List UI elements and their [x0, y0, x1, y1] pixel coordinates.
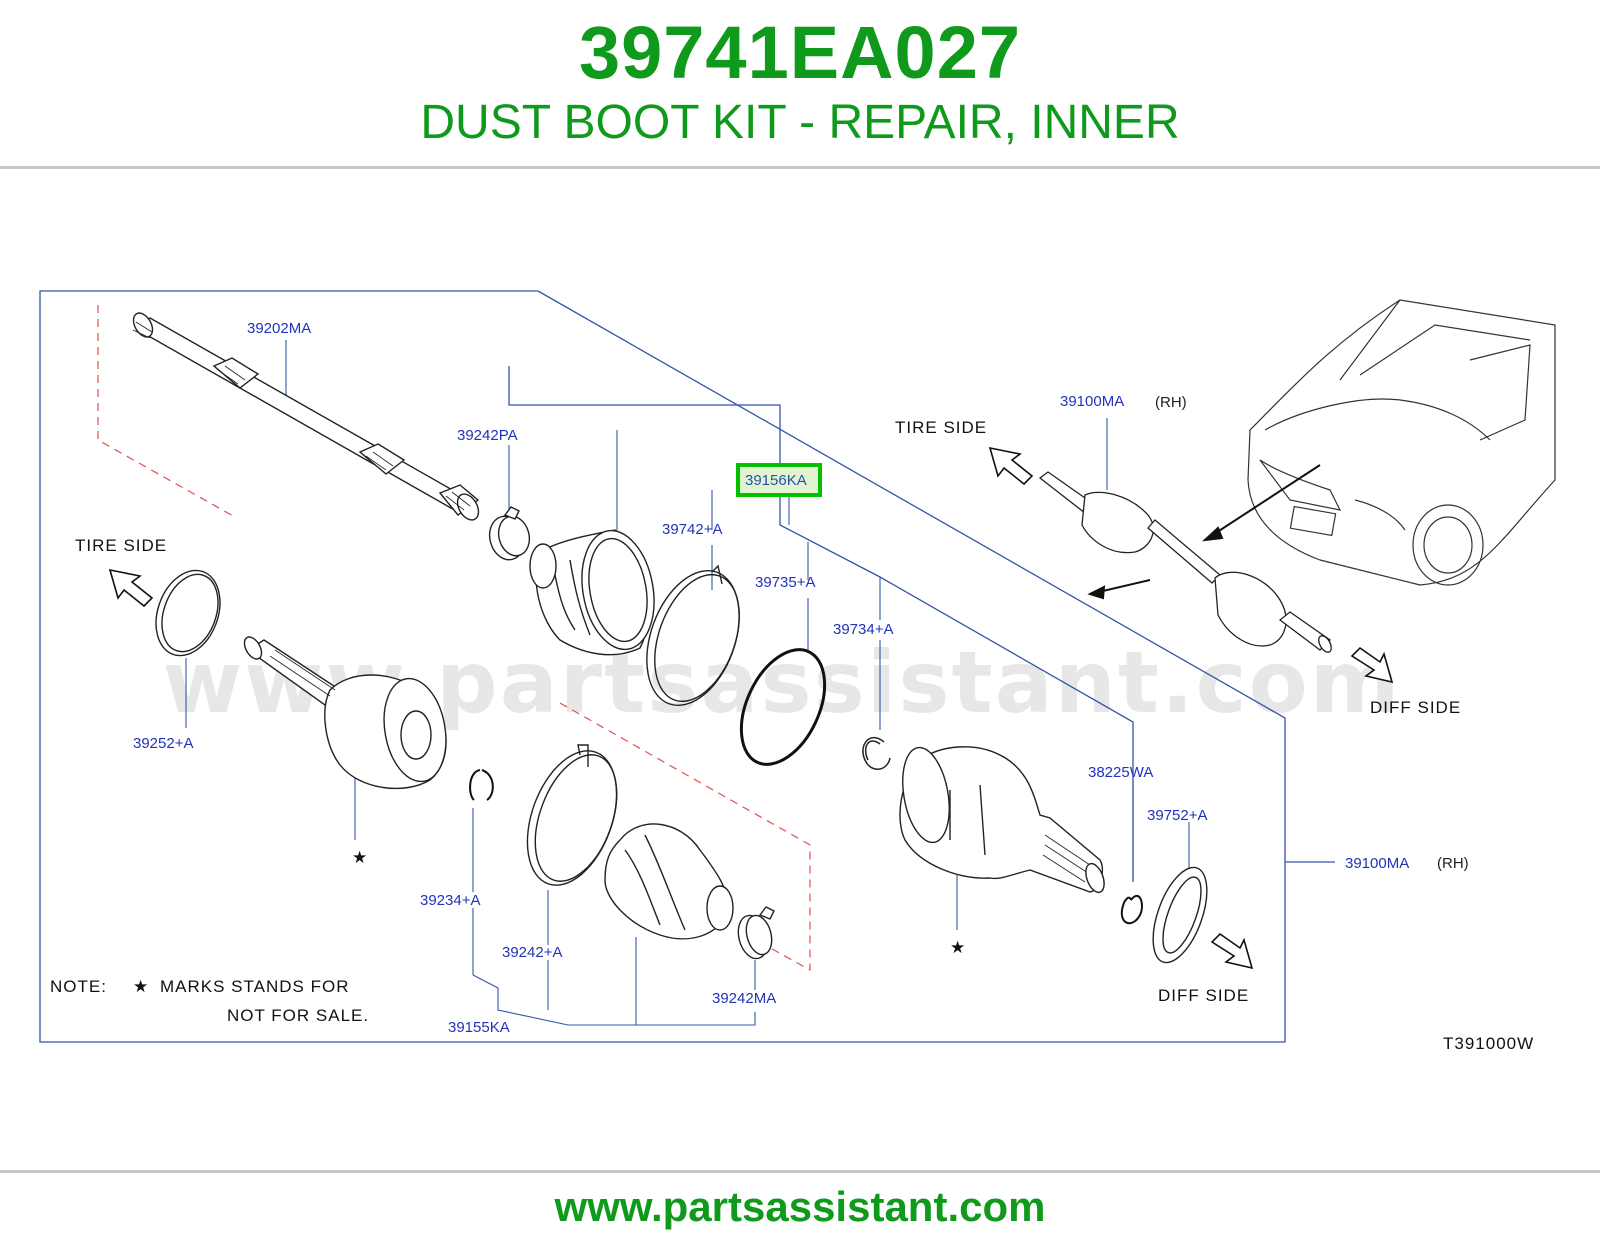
- shaft-39202ma: [132, 312, 480, 521]
- callout-39734a[interactable]: 39734+A: [833, 621, 893, 638]
- outer-boot-lower: [604, 823, 734, 940]
- band-39742a: [646, 564, 740, 707]
- callout-39234a[interactable]: 39234+A: [420, 892, 480, 909]
- circlip-39734a: [862, 736, 891, 770]
- rh-label-top: (RH): [1155, 394, 1187, 411]
- callout-39735a[interactable]: 39735+A: [755, 574, 815, 591]
- tire-side-label-top: TIRE SIDE: [895, 418, 987, 437]
- truck-illustration: [1247, 299, 1556, 586]
- washer-39752a: [1152, 866, 1208, 964]
- diagram-code: T391000W: [1443, 1034, 1534, 1053]
- note-star: ★: [133, 977, 149, 996]
- part-number-title: 39741EA027: [578, 11, 1022, 94]
- callout-39742a[interactable]: 39742+A: [662, 521, 722, 538]
- clamp-39242ma: [737, 906, 775, 960]
- callout-39202ma[interactable]: 39202MA: [247, 320, 311, 337]
- callout-39252a[interactable]: 39252+A: [133, 735, 193, 752]
- star-mark-left: ★: [352, 848, 368, 867]
- snap-ring-38225wa: [1120, 894, 1143, 925]
- page-header: 39741EA027 DUST BOOT KIT - REPAIR, INNER: [0, 0, 1600, 170]
- footer-divider: [0, 1170, 1600, 1173]
- callout-39242ma[interactable]: 39242MA: [712, 990, 776, 1007]
- snap-ring-39735a: [739, 648, 827, 766]
- callout-39242a[interactable]: 39242+A: [502, 944, 562, 961]
- inner-boot-upper: [529, 529, 655, 656]
- note-line1: MARKS STANDS FOR: [160, 977, 349, 996]
- tire-side-label-left: TIRE SIDE: [75, 536, 167, 555]
- footer-url-link[interactable]: www.partsassistant.com: [554, 1183, 1046, 1230]
- clamp-39242pa: [488, 506, 531, 561]
- dashed-guides: [97, 305, 811, 972]
- callout-39155ka[interactable]: 39155KA: [448, 1019, 510, 1036]
- assembled-driveshaft: [1038, 471, 1332, 653]
- header-divider: [0, 166, 1600, 169]
- part-name-subtitle: DUST BOOT KIT - REPAIR, INNER: [420, 96, 1180, 149]
- callout-39156ka[interactable]: 39156KA: [745, 472, 807, 489]
- callout-38225wa[interactable]: 38225WA: [1088, 764, 1153, 781]
- callout-39752a[interactable]: 39752+A: [1147, 807, 1207, 824]
- note-label: NOTE:: [50, 977, 107, 996]
- direction-arrows: [1087, 464, 1321, 600]
- callout-39242pa[interactable]: 39242PA: [457, 427, 518, 444]
- note-line2: NOT FOR SALE.: [227, 1006, 369, 1025]
- side-labels: TIRE SIDE TIRE SIDE DIFF SIDE DIFF SIDE …: [50, 418, 1534, 1053]
- diff-side-label-bottom: DIFF SIDE: [1158, 986, 1249, 1005]
- inner-joint-housing: [899, 746, 1105, 894]
- band-39242a: [526, 744, 618, 886]
- star-mark-right: ★: [950, 938, 966, 957]
- callout-labels: 39202MA 39242PA 39156KA 39742+A 39735+A …: [133, 320, 1469, 1036]
- hollow-arrows: [108, 446, 1394, 970]
- ring-39252a: [155, 569, 221, 657]
- circlip-39234a: [469, 769, 494, 801]
- assembly-frame: [39, 290, 1335, 1043]
- highlight-box-39156ka: [736, 463, 822, 497]
- outer-joint: [243, 636, 447, 790]
- callout-39100ma-top[interactable]: 39100MA: [1060, 393, 1124, 410]
- diff-side-label-right: DIFF SIDE: [1370, 698, 1461, 717]
- rh-label-right: (RH): [1437, 855, 1469, 872]
- callout-39100ma-right[interactable]: 39100MA: [1345, 855, 1409, 872]
